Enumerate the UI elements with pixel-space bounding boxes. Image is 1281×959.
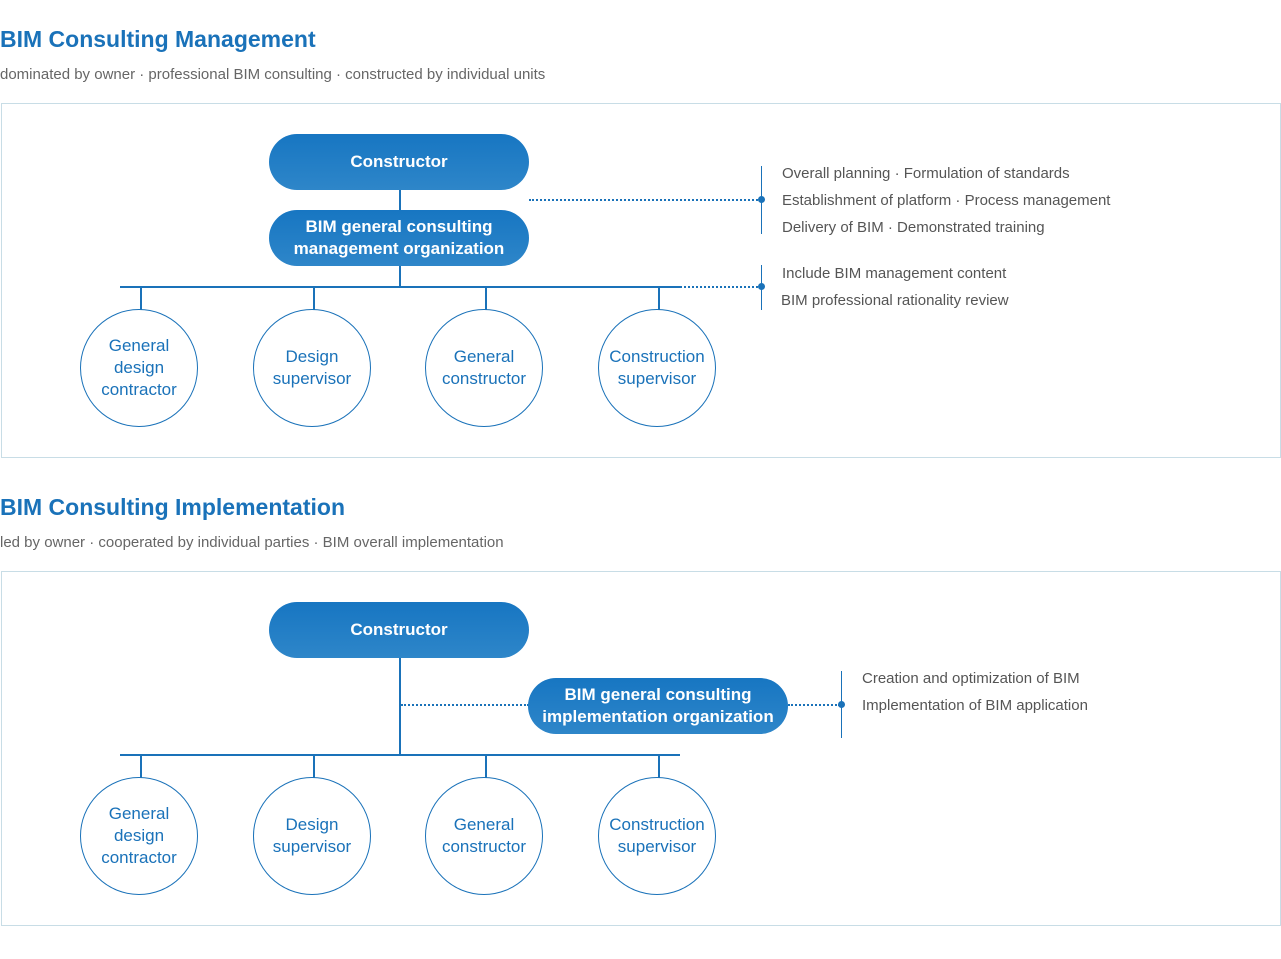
connector-constructor-to-bus (399, 657, 401, 755)
unit-label: Construction supervisor (609, 347, 705, 388)
unit-construction-supervisor: Construction supervisor (598, 309, 716, 427)
implementation-title: BIM Consulting Implementation (0, 494, 345, 520)
unit-general-design-contractor: General design contractor (80, 309, 198, 427)
notes-bracket-upper (761, 166, 762, 234)
unit-bus-line (120, 286, 680, 288)
connector-unit-2 (313, 755, 315, 778)
dotted-link-notes (788, 704, 840, 706)
unit-design-supervisor: Design supervisor (253, 309, 371, 427)
dotted-link-org (401, 704, 529, 706)
note-lower-2: BIM professional rationality review (781, 292, 1009, 309)
note-upper-2: Establishment of platform · Process mana… (782, 192, 1111, 209)
connector-constructor-to-org (399, 189, 401, 211)
management-org-node-label: BIM general consulting management organi… (293, 217, 505, 258)
connector-unit-1 (140, 755, 142, 778)
unit-label: Design supervisor (272, 815, 352, 856)
connector-unit-4 (658, 287, 660, 310)
connector-unit-1 (140, 287, 142, 310)
unit-label: Design supervisor (272, 347, 352, 388)
note-upper-3: Delivery of BIM · Demonstrated training (782, 219, 1045, 236)
notes-bracket (841, 671, 842, 738)
implementation-diagram-panel: Constructor BIM general consulting imple… (1, 571, 1281, 926)
constructor-node-label: Constructor (350, 152, 448, 171)
dotted-link-lower (529, 286, 761, 288)
unit-construction-supervisor: Construction supervisor (598, 777, 716, 895)
note-2: Implementation of BIM application (862, 697, 1088, 714)
management-title: BIM Consulting Management (0, 26, 316, 52)
management-subtitle: dominated by owner · professional BIM co… (0, 66, 546, 83)
note-upper-1: Overall planning · Formulation of standa… (782, 165, 1070, 182)
constructor-node: Constructor (269, 134, 529, 190)
unit-label: General design contractor (101, 804, 177, 867)
notes-bracket-lower (761, 265, 762, 310)
connector-unit-4 (658, 755, 660, 778)
unit-bus-line (120, 754, 680, 756)
management-diagram-panel: Constructor BIM general consulting manag… (1, 103, 1281, 458)
connector-org-to-bus (399, 264, 401, 287)
note-lower-1: Include BIM management content (782, 265, 1007, 282)
connector-unit-2 (313, 287, 315, 310)
unit-general-constructor: General constructor (425, 309, 543, 427)
unit-label: General constructor (441, 815, 527, 856)
unit-general-design-contractor: General design contractor (80, 777, 198, 895)
unit-design-supervisor: Design supervisor (253, 777, 371, 895)
unit-general-constructor: General constructor (425, 777, 543, 895)
connector-unit-3 (485, 755, 487, 778)
unit-label: General design contractor (101, 336, 177, 399)
constructor-node: Constructor (269, 602, 529, 658)
implementation-subtitle: led by owner · cooperated by individual … (0, 534, 504, 551)
unit-label: Construction supervisor (609, 815, 705, 856)
unit-label: General constructor (441, 347, 527, 388)
constructor-node-label: Constructor (350, 620, 448, 639)
implementation-org-node-label: BIM general consulting implementation or… (542, 685, 774, 726)
note-1: Creation and optimization of BIM (862, 670, 1080, 687)
dotted-link-upper (529, 199, 761, 201)
connector-unit-3 (485, 287, 487, 310)
management-org-node: BIM general consulting management organi… (269, 210, 529, 266)
implementation-org-node: BIM general consulting implementation or… (528, 678, 788, 734)
